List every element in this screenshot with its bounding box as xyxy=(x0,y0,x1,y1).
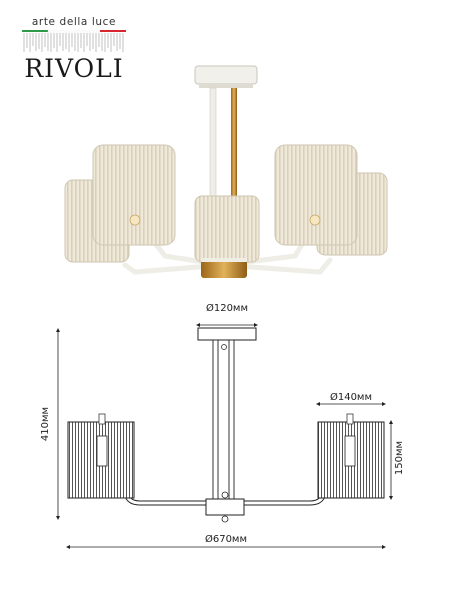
shade-front-right xyxy=(274,144,358,246)
shade-height-label: 150мм xyxy=(394,441,405,475)
brand-flag-stripes xyxy=(22,30,126,52)
brand-name: RIVOLI xyxy=(24,54,124,83)
drawing-hub xyxy=(205,498,245,516)
height-label: 410мм xyxy=(40,407,51,441)
central-hub xyxy=(201,258,247,278)
drawing-canopy xyxy=(197,327,257,341)
product-photo xyxy=(64,65,388,278)
overall-diameter-label: Ø670мм xyxy=(205,533,247,545)
drawing-rod-left xyxy=(212,339,219,501)
drawing-shade-left xyxy=(67,413,135,499)
brand-logo: arte della luce RIVOLI xyxy=(22,16,126,82)
brass-rod xyxy=(231,88,237,258)
drawing-shade-right xyxy=(317,413,385,499)
shade-center xyxy=(194,195,260,263)
shade-diameter-label: Ø140мм xyxy=(330,391,372,403)
shade-front-left xyxy=(92,144,176,246)
canopy-diameter-label: Ø120мм xyxy=(206,302,248,314)
drawing-rod-right xyxy=(228,339,235,501)
canopy xyxy=(194,65,258,88)
brand-tagline: arte della luce xyxy=(31,16,117,28)
technical-drawing: Ø120мм 410мм Ø140мм 150мм Ø670мм xyxy=(40,302,405,549)
